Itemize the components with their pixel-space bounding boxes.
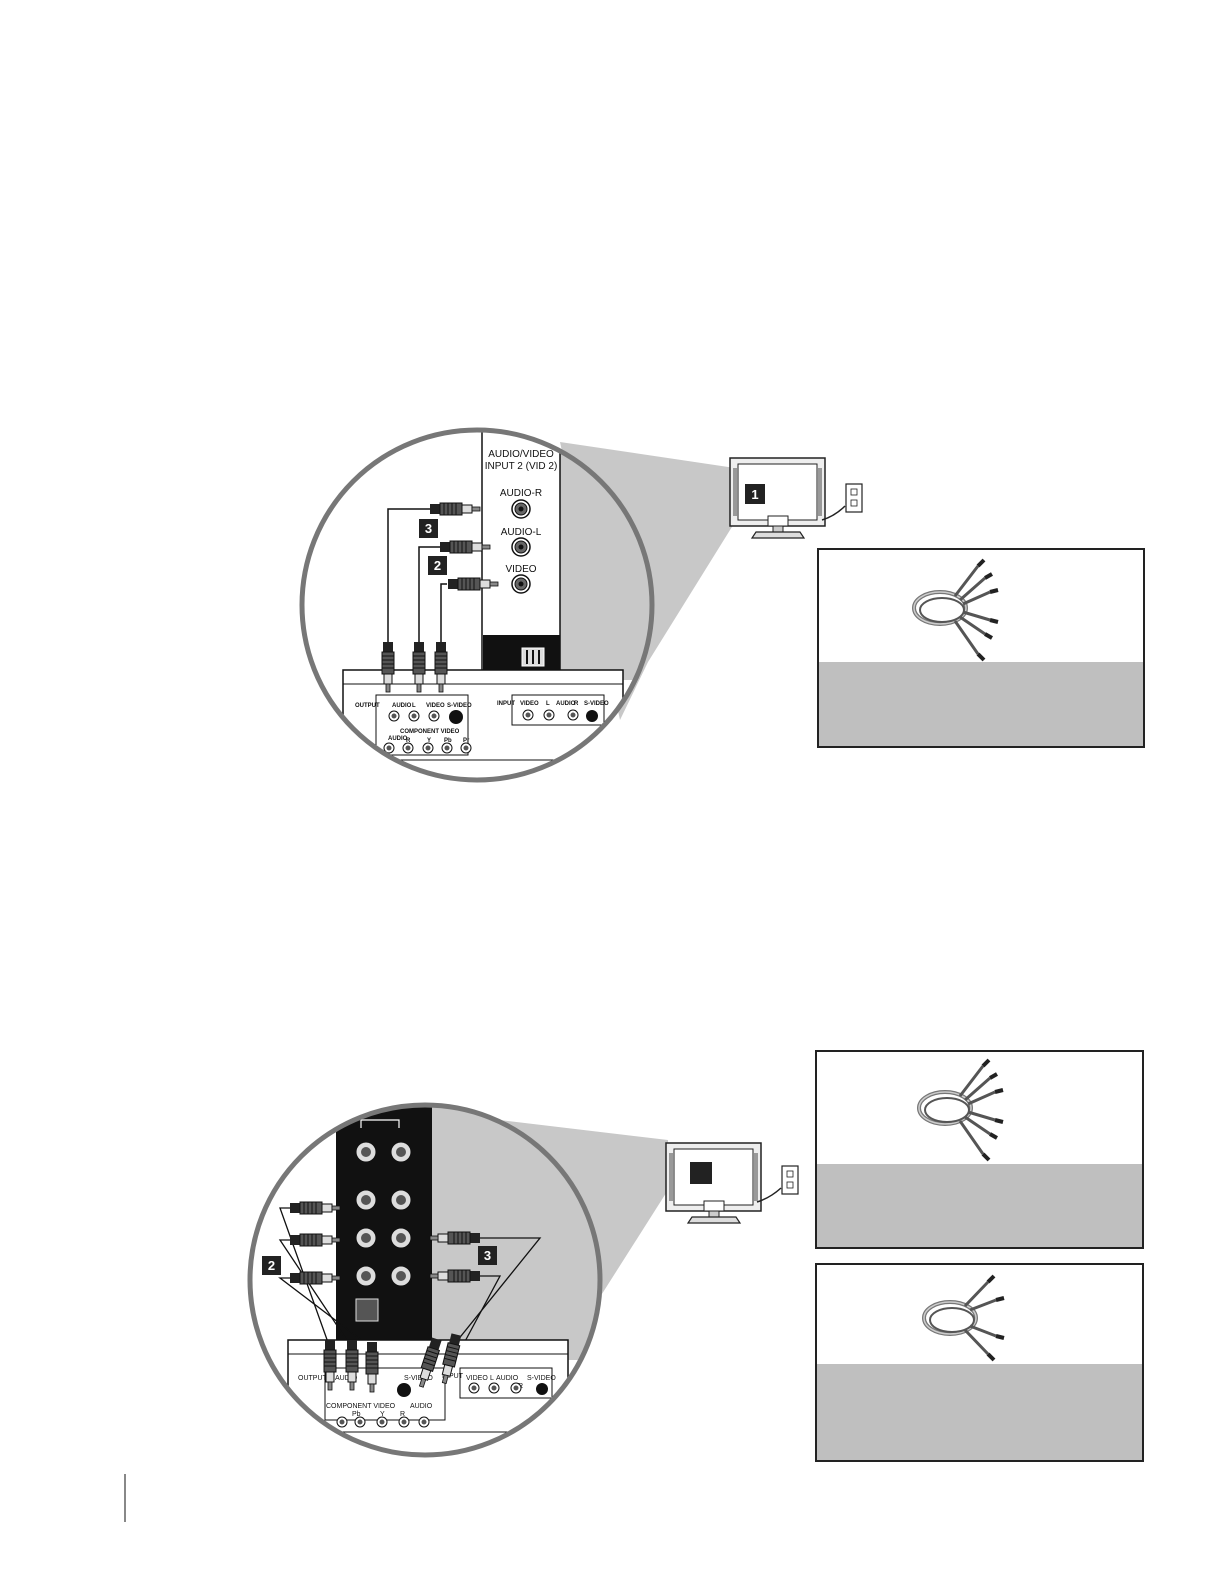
panel-header-line1: AUDIO/VIDEO <box>488 449 554 460</box>
input-l-label: L <box>490 1375 494 1382</box>
output-svideo-jack <box>397 1383 411 1397</box>
input-jack <box>469 1383 479 1393</box>
output-svideo-jack <box>449 710 463 724</box>
tv-icon <box>666 1143 761 1223</box>
input-r-label: R <box>574 701 579 707</box>
input-label: INPUT <box>497 701 515 707</box>
panel-header-line2: INPUT 2 (VID 2) <box>485 461 558 472</box>
tv-callout-box <box>690 1162 712 1184</box>
audio-plug-r <box>430 1270 480 1282</box>
component-jack <box>403 743 413 753</box>
input-audio-label: AUDIO <box>496 1375 519 1382</box>
input-jack <box>489 1383 499 1393</box>
wall-outlet-icon <box>822 484 862 520</box>
device-plug-audio-l <box>413 642 425 692</box>
input-video-label: VIDEO <box>520 701 539 707</box>
component-jack <box>355 1417 365 1427</box>
component-plug-pb <box>290 1234 340 1246</box>
device-plug-video <box>435 642 447 692</box>
component-cable-info-box <box>816 1051 1143 1248</box>
input-l-label: L <box>546 701 550 707</box>
component-plug-pr <box>290 1272 340 1284</box>
input-svideo-jack <box>536 1383 548 1395</box>
audio-r-label: AUDIO-R <box>500 488 542 499</box>
input-jack <box>511 1383 521 1393</box>
device-plug <box>324 1340 336 1390</box>
component-audio-label: AUDIO <box>388 736 408 742</box>
audio-l-label: AUDIO-L <box>501 527 542 538</box>
component-plug-y <box>290 1202 340 1214</box>
output-jack <box>389 711 399 721</box>
callout-3-number: 3 <box>484 1248 491 1263</box>
tv-icon <box>730 458 825 538</box>
input-svideo-label: S-VIDEO <box>527 1375 556 1382</box>
cable-info-box <box>818 549 1144 747</box>
output-label: OUTPUT <box>355 703 380 709</box>
component-jack <box>419 1417 429 1427</box>
audio-cable-info-box <box>816 1264 1143 1461</box>
top-diagram: AUDIO/VIDEO INPUT 2 (VID 2) AUDIO-R AUDI… <box>302 420 1144 800</box>
input-audio-label: AUDIO <box>556 701 576 707</box>
audio-l-jack <box>512 538 530 556</box>
wall-outlet-icon <box>757 1166 798 1202</box>
input-jack <box>544 710 554 720</box>
device-plug <box>366 1342 378 1392</box>
input-svideo-label: S-VIDEO <box>584 701 609 707</box>
component-jack <box>377 1417 387 1427</box>
component-jack <box>461 743 471 753</box>
component-video-label: COMPONENT VIDEO <box>400 729 460 735</box>
component-jack <box>442 743 452 753</box>
component-jack <box>423 743 433 753</box>
device-plug <box>346 1340 358 1390</box>
input-video-label: VIDEO <box>466 1375 488 1382</box>
callout-3-number: 3 <box>425 521 432 536</box>
output-l-label: L <box>412 703 416 709</box>
tv-callout-1-number: 1 <box>751 487 758 502</box>
output-jack <box>409 711 419 721</box>
component-video-label: COMPONENT VIDEO <box>326 1403 396 1410</box>
audio-r-plug <box>430 503 480 515</box>
video-jack <box>512 575 530 593</box>
output-audio-label: AUDIO <box>392 703 412 709</box>
audio-r-jack <box>512 500 530 518</box>
output-video-label: VIDEO <box>426 703 445 709</box>
device-plug-audio-r <box>382 642 394 692</box>
audio-plug-l <box>430 1232 480 1244</box>
component-jack <box>337 1417 347 1427</box>
callout-2-number: 2 <box>434 558 441 573</box>
bottom-diagram: OUTPUT AUDIO S-VIDEO COMPONENT VIDEO Pb … <box>250 1051 1143 1461</box>
video-label: VIDEO <box>505 564 536 575</box>
input-jack <box>568 710 578 720</box>
output-svideo-label: S-VIDEO <box>447 703 472 709</box>
output-jack <box>429 711 439 721</box>
output-label: OUTPUT <box>298 1375 328 1382</box>
component-audio-label: AUDIO <box>410 1403 433 1410</box>
input-svideo-jack <box>586 710 598 722</box>
input-jack <box>523 710 533 720</box>
video-plug <box>448 578 498 590</box>
callout-2-number: 2 <box>268 1258 275 1273</box>
component-jack <box>399 1417 409 1427</box>
audio-l-plug <box>440 541 490 553</box>
